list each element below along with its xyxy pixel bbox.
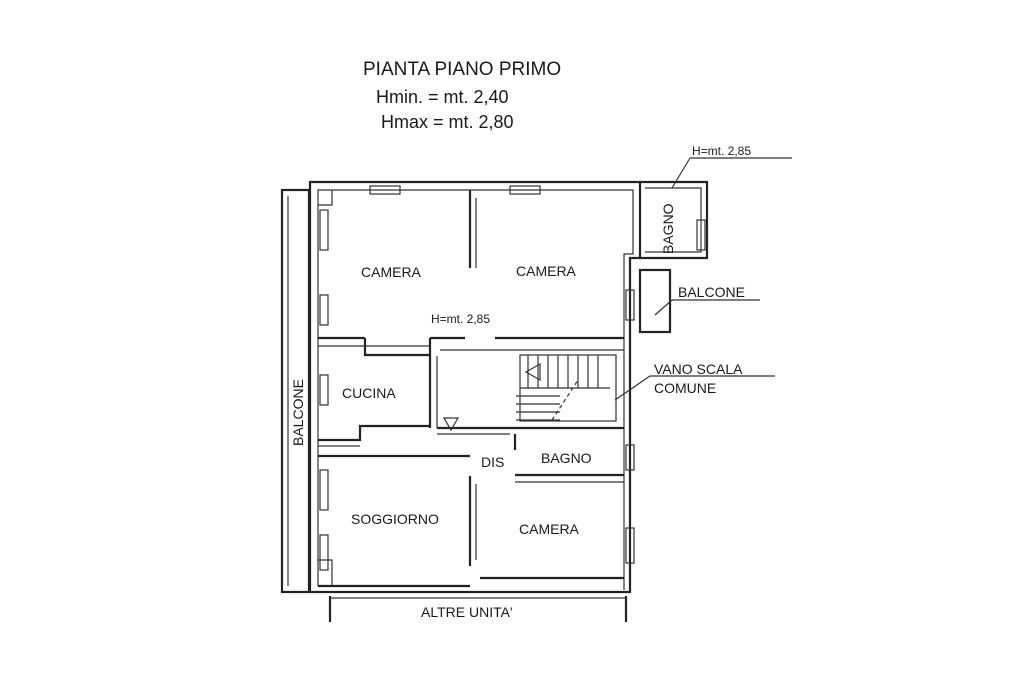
- room-label-bagno: BAGNO: [541, 450, 592, 466]
- bath-height-note: H=mt. 2,85: [692, 144, 751, 158]
- east-balcony: [638, 268, 672, 334]
- room-label-camera-se: CAMERA: [519, 521, 580, 537]
- plan-title: PIANTA PIANO PRIMO: [363, 59, 561, 80]
- room-label-balcone-w: BALCONE: [290, 379, 306, 446]
- room-label-altre-unita: ALTRE UNITA': [421, 604, 513, 620]
- room-label-camera-ne: CAMERA: [516, 263, 577, 279]
- room-label-bagno-ne: BAGNO: [660, 203, 676, 254]
- room-label-dis: DIS: [481, 454, 504, 470]
- room-label-cucina: CUCINA: [342, 385, 396, 401]
- altre-unita-strip: [328, 596, 628, 622]
- room-label-comune: COMUNE: [654, 380, 716, 396]
- windows: [319, 185, 706, 571]
- corridor-height-note: H=mt. 2,85: [431, 312, 490, 326]
- leader-lines: [614, 157, 792, 401]
- stair-well: [442, 354, 617, 432]
- room-label-soggiorno: SOGGIORNO: [351, 511, 439, 527]
- room-label-camera-nw: CAMERA: [361, 264, 422, 280]
- interior-walls: [318, 190, 624, 588]
- max-height-note: Hmax = mt. 2,80: [381, 112, 514, 132]
- room-label-vano-scala: VANO SCALA: [654, 361, 743, 377]
- min-height-note: Hmin. = mt. 2,40: [376, 87, 509, 107]
- room-label-balcone-e: BALCONE: [678, 284, 745, 300]
- outer-walls: [308, 180, 642, 594]
